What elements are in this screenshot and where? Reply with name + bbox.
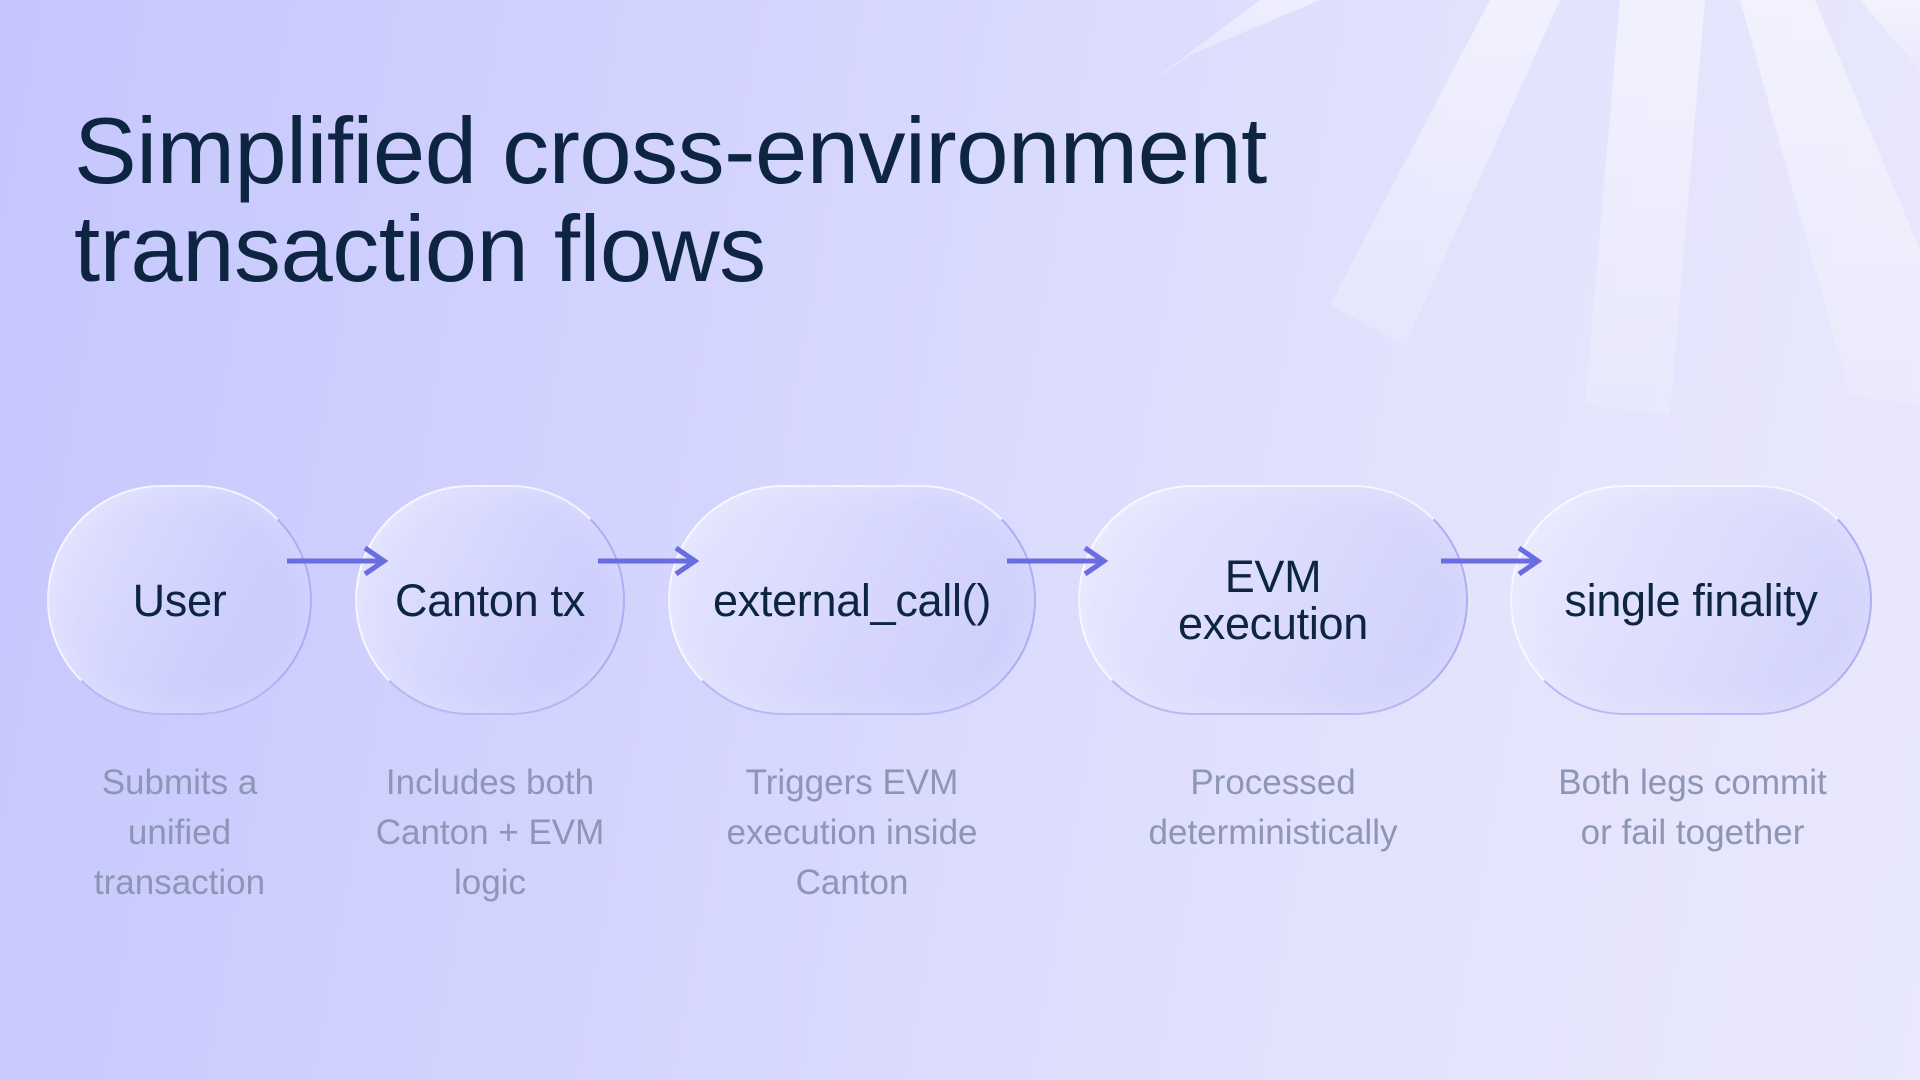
page-title: Simplified cross-environment transaction… xyxy=(74,98,1267,301)
flow-node-label: User xyxy=(132,574,227,626)
flow-node-label: EVM execution xyxy=(1178,551,1368,649)
flow-step-description: Processed deterministically xyxy=(1148,763,1398,852)
flow-node-label: external_call() xyxy=(712,574,992,626)
flow-step-description: Submits a unified transaction xyxy=(93,763,266,902)
arrow-right-icon xyxy=(287,545,389,577)
flow-node-external-call: external_call() xyxy=(668,485,1036,715)
arrow-right-icon xyxy=(1441,545,1543,577)
flow-node-user: User xyxy=(47,485,312,715)
flow-step-description: Both legs commit or fail together xyxy=(1558,763,1827,852)
arrow-right-icon xyxy=(1007,545,1109,577)
flow-node-canton-tx: Canton tx xyxy=(355,485,625,715)
flow-node-label: single finality xyxy=(1564,574,1818,626)
flow-node-label: Canton tx xyxy=(395,574,585,626)
flow-node-evm-execution: EVM execution xyxy=(1078,485,1468,715)
flow-step-description: Includes both Canton + EVM logic xyxy=(375,763,605,902)
flow-step-description: Triggers EVM execution inside Canton xyxy=(726,763,978,902)
arrow-right-icon xyxy=(598,545,700,577)
flow-node-single-finality: single finality xyxy=(1510,485,1872,715)
